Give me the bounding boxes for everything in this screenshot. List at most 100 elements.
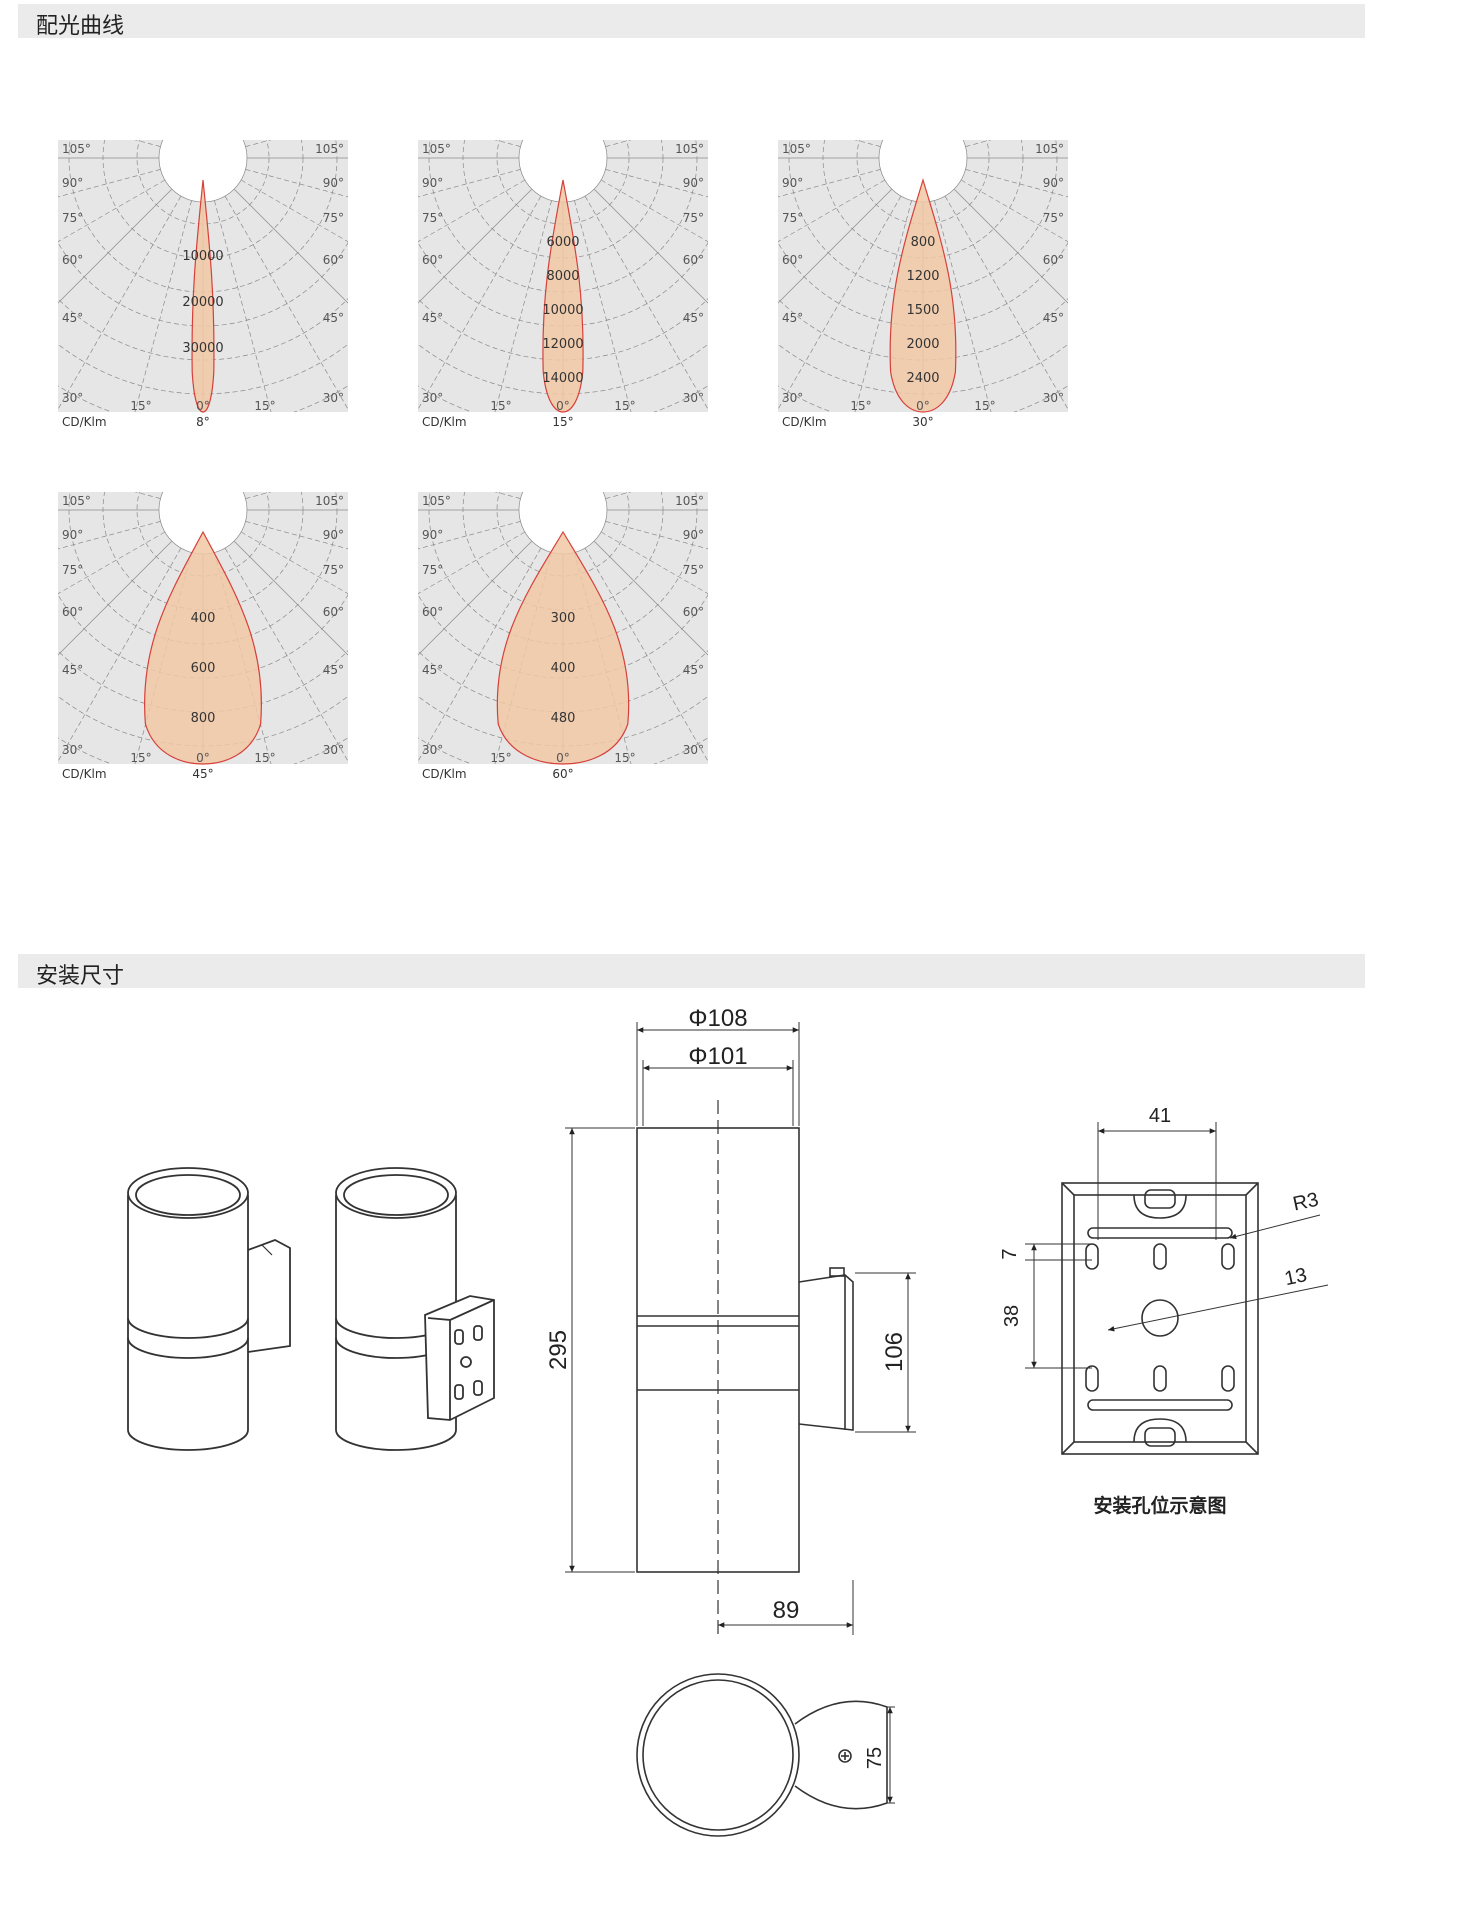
ring-value-label: 20000 bbox=[182, 295, 223, 310]
polar-chart-svg: 8001200150020002400105°105°90°90°75°75°6… bbox=[778, 140, 1068, 429]
angle-label-left: 60° bbox=[422, 253, 443, 267]
dim-base-width: 75 bbox=[864, 1747, 886, 1769]
bottom-angle-label: 0° bbox=[556, 399, 570, 413]
dim-slot-length: 7 bbox=[999, 1248, 1021, 1259]
angle-label-right: 45° bbox=[323, 663, 344, 677]
ring-value-label: 400 bbox=[551, 661, 576, 676]
angle-label-left: 75° bbox=[62, 563, 83, 577]
unit-label: CD/Klm bbox=[782, 415, 827, 429]
beam-angle-label: 30° bbox=[912, 415, 933, 429]
unit-label: CD/Klm bbox=[62, 767, 107, 781]
angle-label-right: 75° bbox=[683, 211, 704, 225]
ring-value-label: 1200 bbox=[906, 269, 939, 284]
angle-label-right: 105° bbox=[675, 142, 704, 156]
light-curve-title: 配光曲线 bbox=[36, 14, 125, 39]
ring-value-label: 30000 bbox=[182, 341, 223, 356]
polar-spoke bbox=[854, 200, 912, 412]
unit-label: CD/Klm bbox=[422, 415, 467, 429]
polar-chart-svg: 60008000100001200014000105°105°90°90°75°… bbox=[418, 140, 708, 429]
polar-spoke bbox=[934, 200, 992, 412]
unit-label: CD/Klm bbox=[422, 767, 467, 781]
ring-value-label: 1500 bbox=[906, 303, 939, 318]
dim-hole-spacing: 41 bbox=[1149, 1105, 1171, 1127]
polar-grid bbox=[418, 140, 708, 412]
angle-label-left: 105° bbox=[782, 142, 811, 156]
polar-spoke bbox=[58, 547, 182, 762]
polar-spoke bbox=[134, 200, 192, 412]
angle-label-left: 75° bbox=[62, 211, 83, 225]
angle-label-right: 30° bbox=[683, 743, 704, 757]
angle-label-left: 90° bbox=[782, 176, 803, 190]
angle-label-left: 90° bbox=[62, 176, 83, 190]
polar-chart-svg: 400600800105°105°90°90°75°75°60°60°45°45… bbox=[58, 492, 348, 781]
polar-spoke bbox=[584, 195, 708, 410]
polar-spoke bbox=[233, 188, 348, 304]
beam-angle-label: 45° bbox=[192, 767, 213, 781]
ring-value-label: 10000 bbox=[182, 249, 223, 264]
polar-spoke bbox=[574, 200, 632, 412]
ring-value-label: 400 bbox=[191, 611, 216, 626]
angle-label-right: 60° bbox=[683, 253, 704, 267]
dim-radius: R3 bbox=[1291, 1189, 1321, 1216]
angle-label-right: 60° bbox=[1043, 253, 1064, 267]
polar-spoke bbox=[778, 188, 893, 304]
polar-spoke bbox=[58, 188, 173, 304]
polar-spoke bbox=[593, 188, 708, 304]
polar-spoke bbox=[593, 540, 708, 656]
angle-label-left: 45° bbox=[62, 311, 83, 325]
angle-label-left: 45° bbox=[782, 311, 803, 325]
angle-label-left: 30° bbox=[782, 391, 803, 405]
polar-chart-svg: 300400480105°105°90°90°75°75°60°60°45°45… bbox=[418, 492, 708, 781]
dim-center-hole: 13 bbox=[1283, 1264, 1309, 1290]
ring-value-label: 2400 bbox=[906, 371, 939, 386]
angle-label-right: 105° bbox=[315, 494, 344, 508]
angle-label-left: 30° bbox=[62, 391, 83, 405]
bottom-angle-label: 0° bbox=[916, 399, 930, 413]
angle-label-right: 105° bbox=[675, 494, 704, 508]
bottom-angle-label: 15° bbox=[974, 399, 995, 413]
lamp-perspective-side bbox=[335, 1167, 495, 1451]
bottom-angle-label: 15° bbox=[254, 751, 275, 765]
polar-spoke bbox=[418, 540, 533, 656]
bottom-angle-label: 15° bbox=[614, 751, 635, 765]
angle-label-left: 30° bbox=[422, 743, 443, 757]
angle-label-right: 105° bbox=[1035, 142, 1064, 156]
polar-spoke bbox=[494, 200, 552, 412]
polar-spoke bbox=[58, 195, 182, 410]
bottom-angle-label: 15° bbox=[614, 399, 635, 413]
top-view bbox=[636, 1673, 895, 1837]
polar-spoke bbox=[944, 195, 1068, 410]
ring-value-label: 6000 bbox=[546, 235, 579, 250]
angle-label-right: 90° bbox=[323, 528, 344, 542]
angle-label-left: 45° bbox=[422, 311, 443, 325]
bottom-angle-label: 15° bbox=[850, 399, 871, 413]
angle-label-left: 45° bbox=[62, 663, 83, 677]
ring-value-label: 800 bbox=[911, 235, 936, 250]
beam-angle-label: 60° bbox=[552, 767, 573, 781]
angle-label-right: 30° bbox=[323, 391, 344, 405]
polar-spoke bbox=[58, 540, 173, 656]
angle-label-right: 90° bbox=[683, 176, 704, 190]
dim-depth: 89 bbox=[773, 1597, 800, 1624]
dim-height: 295 bbox=[545, 1330, 572, 1370]
angle-label-left: 90° bbox=[422, 528, 443, 542]
angle-label-left: 30° bbox=[62, 743, 83, 757]
angle-label-right: 90° bbox=[323, 176, 344, 190]
angle-label-right: 60° bbox=[323, 253, 344, 267]
angle-label-right: 30° bbox=[683, 391, 704, 405]
ring-value-label: 300 bbox=[551, 611, 576, 626]
angle-label-left: 90° bbox=[422, 176, 443, 190]
angle-label-left: 105° bbox=[62, 494, 91, 508]
polar-spoke bbox=[778, 195, 902, 410]
angle-label-left: 60° bbox=[782, 253, 803, 267]
angle-label-left: 105° bbox=[62, 142, 91, 156]
ring-value-label: 2000 bbox=[906, 337, 939, 352]
polar-spoke bbox=[214, 200, 272, 412]
beam-angle-label: 15° bbox=[552, 415, 573, 429]
ring-value-label: 8000 bbox=[546, 269, 579, 284]
beam-lobe bbox=[191, 179, 215, 413]
angle-label-right: 75° bbox=[323, 563, 344, 577]
